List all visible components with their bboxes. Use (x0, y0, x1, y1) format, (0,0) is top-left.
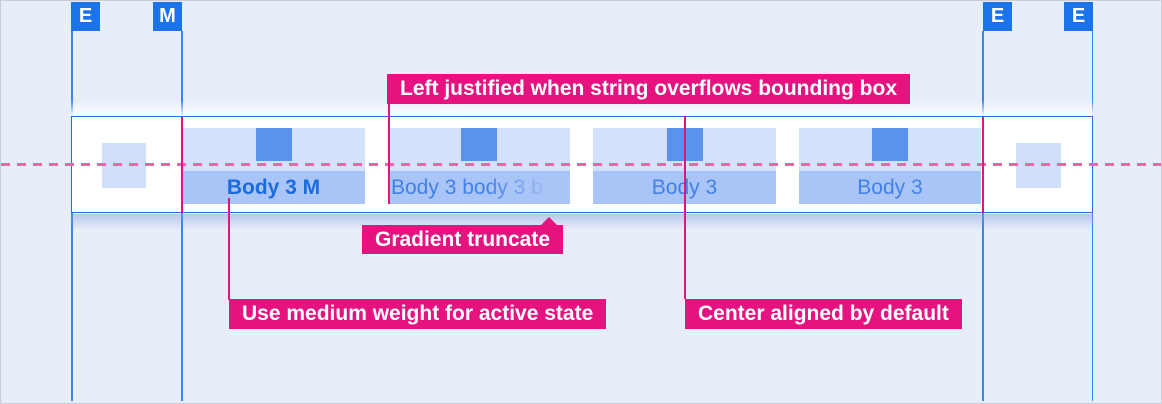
baseline-keyline-dashed (1, 163, 1161, 166)
tab-item-active[interactable]: Body 3 M (182, 128, 365, 204)
leader-line-center-aligned (684, 116, 686, 299)
annotation-medium-weight: Use medium weight for active state (229, 299, 607, 329)
tab-label-truncated: Body 3 body 3 b (388, 171, 570, 204)
redline-tabs-start (181, 117, 183, 213)
tab-label-active: Body 3 M (182, 171, 365, 204)
redline-tabs-end (982, 117, 984, 213)
annotation-gradient-truncate-text: Gradient truncate (375, 228, 551, 251)
margin-badge-e-right-outer: E (1064, 2, 1093, 31)
tab-icon-placeholder (255, 128, 292, 161)
annotation-left-justified: Left justified when string overflows bou… (387, 74, 910, 104)
annotation-center-aligned: Center aligned by default (685, 299, 962, 329)
tab-bar-shadow (71, 214, 1093, 230)
annotation-pointer-up-icon (541, 217, 558, 225)
annotation-gradient-truncate: Gradient truncate (362, 217, 564, 254)
leader-line-left-justified (388, 104, 390, 204)
margin-badge-m-left: M (153, 2, 182, 31)
tab-bar-glow (71, 100, 1093, 116)
guide-line-right-edge (1091, 31, 1093, 401)
tab-label: Body 3 (799, 171, 981, 204)
guide-line-right-margin (982, 31, 984, 401)
guide-line-left-edge (71, 31, 73, 401)
margin-badge-e-right-inner: E (983, 2, 1012, 31)
margin-badge-e-left: E (71, 2, 100, 31)
leader-line-medium-weight (228, 198, 230, 300)
tab-icon-placeholder (461, 128, 497, 161)
tab-item-truncated[interactable]: Body 3 body 3 b (388, 128, 570, 204)
tab-icon-placeholder (872, 128, 908, 161)
guide-line-left-margin (181, 31, 183, 401)
tab-item-default-2[interactable]: Body 3 (799, 128, 981, 204)
